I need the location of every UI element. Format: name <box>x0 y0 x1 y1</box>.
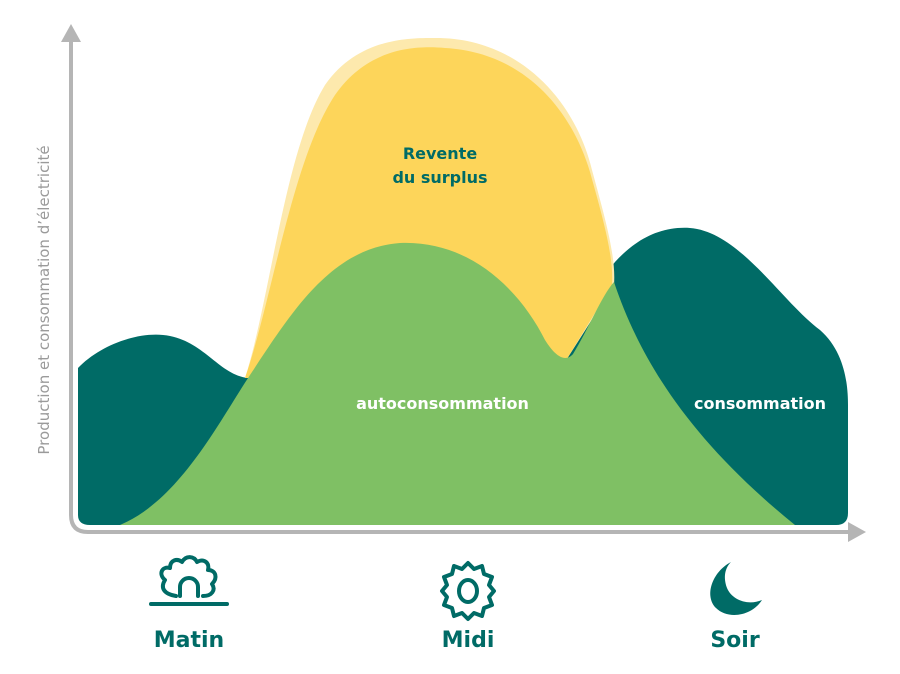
surplus-label: Revente du surplus <box>380 142 500 190</box>
self-consumption-area <box>120 242 795 526</box>
time-label-matin: Matin <box>153 628 225 653</box>
y-axis-label: Production et consommation d’électricité <box>35 145 53 455</box>
x-axis-arrow <box>848 522 866 542</box>
moon-icon <box>710 562 762 615</box>
self-consumption-label: autoconsommation <box>356 394 529 413</box>
y-axis-arrow <box>61 24 81 42</box>
sun-icon <box>440 561 496 621</box>
sunrise-icon <box>149 555 229 606</box>
axes <box>69 38 852 534</box>
time-label-midi: Midi <box>441 628 495 653</box>
time-label-soir: Soir <box>710 628 760 653</box>
surplus-label-line2: du surplus <box>392 168 488 187</box>
consumption-label: consommation <box>693 394 827 413</box>
surplus-label-line1: Revente <box>402 144 478 163</box>
